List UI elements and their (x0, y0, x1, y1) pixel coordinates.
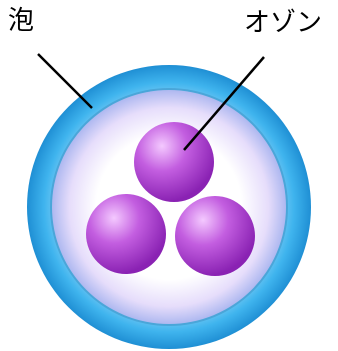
ozone-molecule-top (134, 122, 214, 202)
ozone-molecule-right (175, 196, 255, 276)
bubble-leader-line (38, 54, 92, 108)
ozone-label: オゾン (244, 10, 322, 36)
ozone-molecule-left (86, 194, 166, 274)
bubble-label: 泡 (8, 8, 34, 34)
